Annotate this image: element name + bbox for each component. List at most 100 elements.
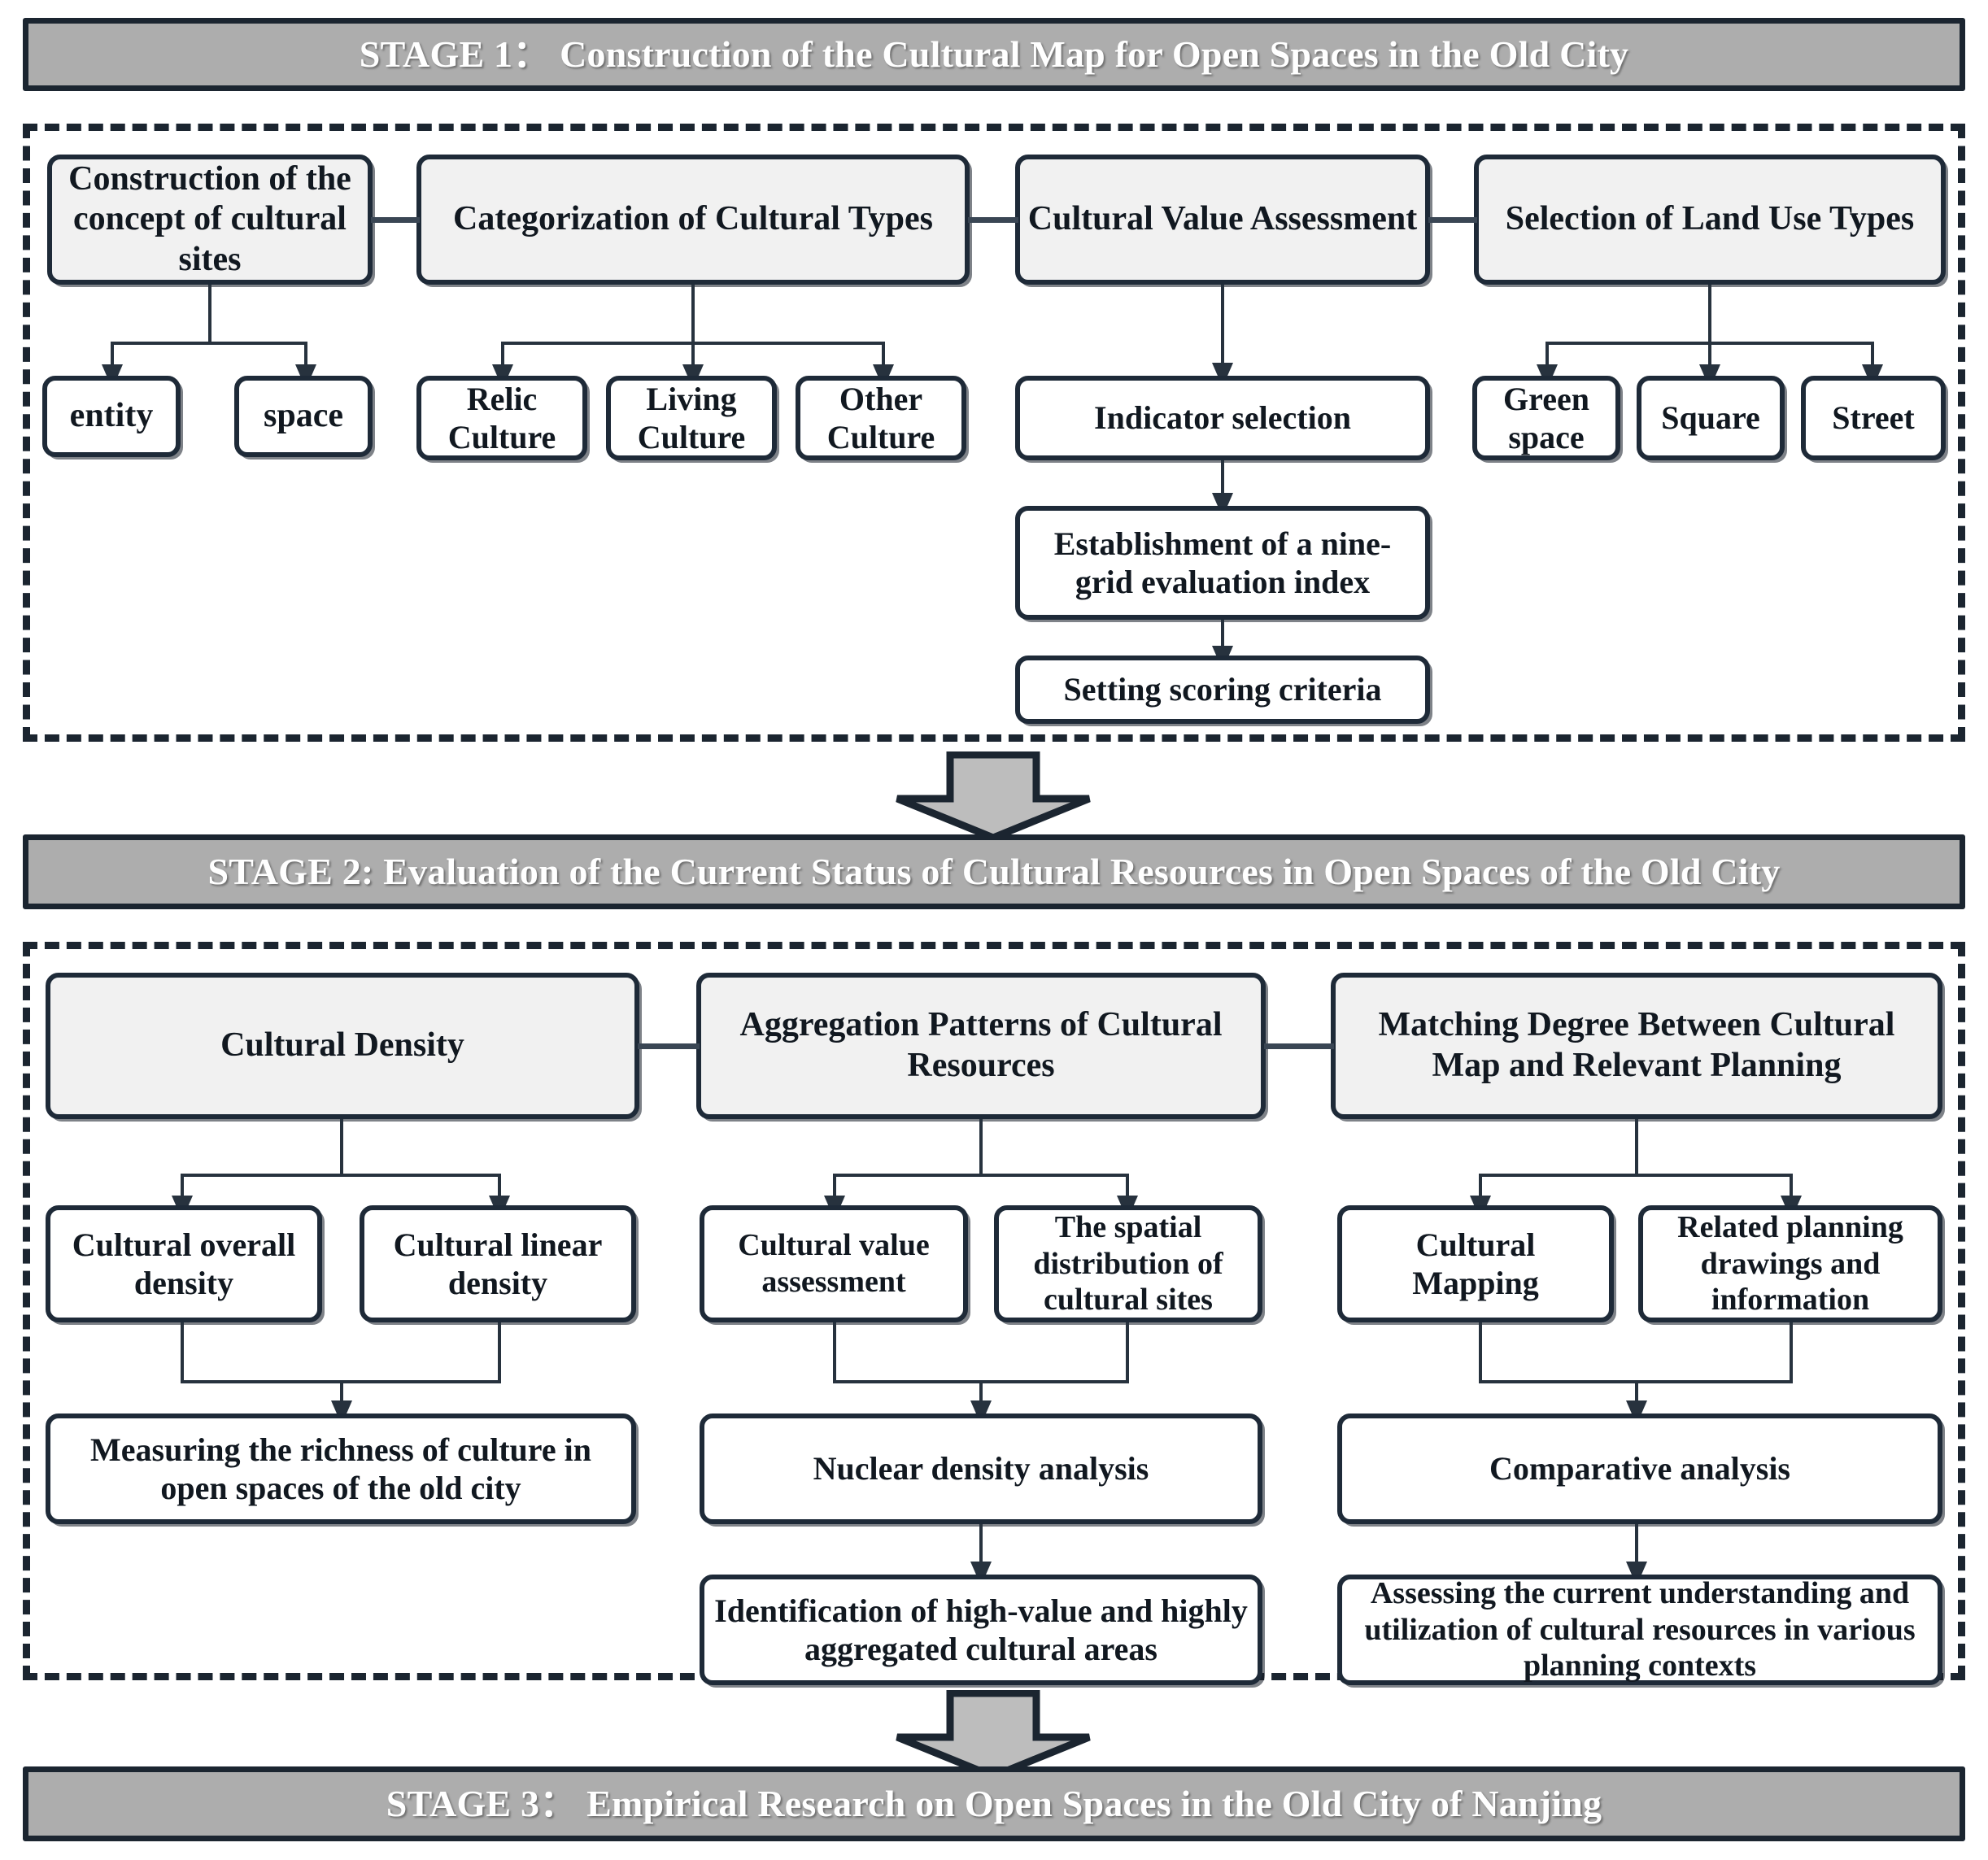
stage1-node-street-label: Street: [1832, 399, 1915, 437]
stage1-col1-drop-a: [111, 342, 114, 368]
stage1-node-green-space-label: Green space: [1503, 380, 1589, 455]
stage1-col2-stem: [691, 285, 695, 343]
stage2-node-cultural-mapping-label: Cultural Mapping: [1412, 1226, 1539, 1301]
stage2-col3-head[interactable]: Matching Degree Between Cultural Map and…: [1331, 973, 1942, 1119]
stage2-col2-stem-3: [979, 1524, 983, 1568]
stage2-col1-stem: [340, 1119, 343, 1176]
stage2-node-assessing-current-label: Assessing the current understanding and …: [1364, 1575, 1916, 1684]
stage2-node-identification[interactable]: Identification of high-value and highly …: [700, 1575, 1262, 1685]
stage2-col3-merge-a: [1479, 1322, 1482, 1383]
stage1-node-space[interactable]: space: [234, 376, 373, 457]
stage2-col2-stem: [979, 1119, 983, 1176]
stage1-node-entity[interactable]: entity: [42, 376, 181, 457]
stage2-node-cultural-value-assessment-label: Cultural value assessment: [738, 1228, 930, 1299]
stage2-col3-drop-a: [1479, 1174, 1482, 1200]
stage1-node-scoring-criteria[interactable]: Setting scoring criteria: [1015, 656, 1430, 724]
stage1-node-living-culture[interactable]: Living Culture: [606, 376, 777, 460]
stage2-col2-drop-a: [833, 1174, 836, 1200]
stage2-banner-label: STAGE 2: Evaluation of the Current Statu…: [207, 850, 1781, 892]
stage1-node-relic-culture[interactable]: Relic Culture: [416, 376, 587, 460]
stage2-col1-merge-stem: [340, 1380, 343, 1405]
stage2-node-comparative-analysis-label: Comparative analysis: [1489, 1450, 1790, 1488]
stage1-col2-drop-b: [691, 342, 695, 368]
stage1-panel: [23, 124, 1965, 742]
stage2-col2-head[interactable]: Aggregation Patterns of Cultural Resourc…: [696, 973, 1266, 1119]
stage1-node-other-culture[interactable]: Other Culture: [796, 376, 966, 460]
stage2-node-related-planning[interactable]: Related planning drawings and informatio…: [1638, 1205, 1942, 1322]
stage2-col2-merge-a: [833, 1322, 836, 1383]
stage3-banner: STAGE 3： Empirical Research on Open Spac…: [23, 1766, 1965, 1841]
stage2-node-nuclear-density-label: Nuclear density analysis: [813, 1450, 1149, 1488]
stage1-node-other-culture-label: Other Culture: [826, 380, 935, 455]
stage2-node-cultural-value-assessment[interactable]: Cultural value assessment: [700, 1205, 968, 1322]
stage1-col4-stem: [1708, 285, 1711, 343]
stage1-node-square[interactable]: Square: [1637, 376, 1785, 460]
stage2-node-spatial-distribution-label: The spatial distribution of cultural sit…: [1033, 1209, 1223, 1318]
stage2-col3-merge-b: [1790, 1322, 1793, 1383]
stage2-col1-head[interactable]: Cultural Density: [46, 973, 639, 1119]
stage2-node-identification-label: Identification of high-value and highly …: [714, 1592, 1248, 1667]
stage1-col4-drop-c: [1871, 342, 1874, 368]
stage1-col4-drop-b: [1708, 342, 1711, 368]
stage2-link-1-2: [638, 1043, 700, 1049]
stage2-node-assessing-current[interactable]: Assessing the current understanding and …: [1337, 1575, 1942, 1685]
stage2-node-overall-density-label: Cultural overall density: [72, 1226, 296, 1301]
stage2-node-measuring-richness-label: Measuring the richness of culture in ope…: [90, 1431, 591, 1506]
stage2-node-linear-density[interactable]: Cultural linear density: [360, 1205, 636, 1322]
stage1-link-3-4: [1428, 217, 1477, 223]
stage1-col3-stem-2: [1221, 460, 1224, 501]
stage2-node-cultural-mapping[interactable]: Cultural Mapping: [1337, 1205, 1614, 1322]
stage1-link-2-3: [968, 217, 1018, 223]
stage1-col2-head-label: Categorization of Cultural Types: [453, 200, 933, 238]
stage1-node-square-label: Square: [1661, 399, 1760, 437]
stage2-node-linear-density-label: Cultural linear density: [393, 1226, 603, 1301]
stage1-col1-drop-b: [304, 342, 307, 368]
stage2-col3-drop-b: [1790, 1174, 1793, 1200]
stage2-node-spatial-distribution[interactable]: The spatial distribution of cultural sit…: [994, 1205, 1262, 1322]
stage1-col2-drop-a: [501, 342, 504, 368]
stage1-node-nine-grid-index-label: Establishment of a nine-grid evaluation …: [1053, 525, 1392, 600]
stage2-col3-stem-3: [1635, 1524, 1638, 1568]
stage1-to-stage2-arrow: [892, 751, 1095, 841]
stage1-col1-bus: [111, 342, 306, 345]
stage2-col1-bus: [181, 1174, 499, 1177]
stage1-node-street[interactable]: Street: [1801, 376, 1946, 460]
stage1-link-1-2: [371, 217, 420, 223]
stage1-col2-drop-c: [882, 342, 885, 368]
stage1-banner-label: STAGE 1： Construction of the Cultural Ma…: [359, 33, 1629, 75]
stage1-col1-head[interactable]: Construction of the concept of cultural …: [47, 155, 373, 285]
stage2-col3-merge-stem: [1635, 1380, 1638, 1405]
stage1-node-entity-label: entity: [69, 397, 154, 435]
stage1-col1-head-label: Construction of the concept of cultural …: [68, 159, 351, 278]
stage2-col2-drop-b: [1126, 1174, 1129, 1200]
stage2-banner: STAGE 2: Evaluation of the Current Statu…: [23, 834, 1965, 909]
stage2-col2-bus: [833, 1174, 1127, 1177]
stage2-node-comparative-analysis[interactable]: Comparative analysis: [1337, 1414, 1942, 1524]
stage1-col4-head[interactable]: Selection of Land Use Types: [1474, 155, 1946, 285]
stage1-col3-head[interactable]: Cultural Value Assessment: [1015, 155, 1430, 285]
stage2-link-2-3: [1264, 1043, 1334, 1049]
stage1-node-nine-grid-index[interactable]: Establishment of a nine-grid evaluation …: [1015, 506, 1430, 620]
stage2-col3-bus: [1479, 1174, 1791, 1177]
stage2-node-nuclear-density[interactable]: Nuclear density analysis: [700, 1414, 1262, 1524]
stage1-node-indicator-selection[interactable]: Indicator selection: [1015, 376, 1430, 460]
stage2-node-related-planning-label: Related planning drawings and informatio…: [1677, 1209, 1903, 1318]
stage1-node-indicator-selection-label: Indicator selection: [1094, 399, 1351, 437]
stage1-banner: STAGE 1： Construction of the Cultural Ma…: [23, 18, 1965, 91]
stage1-node-green-space[interactable]: Green space: [1472, 376, 1620, 460]
stage2-col3-head-label: Matching Degree Between Cultural Map and…: [1378, 1006, 1895, 1084]
stage2-node-measuring-richness[interactable]: Measuring the richness of culture in ope…: [46, 1414, 636, 1524]
stage2-col3-stem: [1635, 1119, 1638, 1176]
stage2-col1-head-label: Cultural Density: [220, 1026, 464, 1065]
stage2-col1-merge-a: [181, 1322, 184, 1383]
stage1-node-living-culture-label: Living Culture: [637, 380, 746, 455]
stage2-node-overall-density[interactable]: Cultural overall density: [46, 1205, 322, 1322]
stage1-col2-head[interactable]: Categorization of Cultural Types: [416, 155, 970, 285]
stage2-to-stage3-arrow: [892, 1690, 1095, 1779]
stage3-banner-label: STAGE 3： Empirical Research on Open Spac…: [386, 1782, 1602, 1824]
stage2-col1-drop-b: [498, 1174, 501, 1200]
stage1-node-space-label: space: [264, 397, 343, 435]
stage2-col1-drop-a: [181, 1174, 184, 1200]
stage1-col4-head-label: Selection of Land Use Types: [1505, 200, 1915, 238]
